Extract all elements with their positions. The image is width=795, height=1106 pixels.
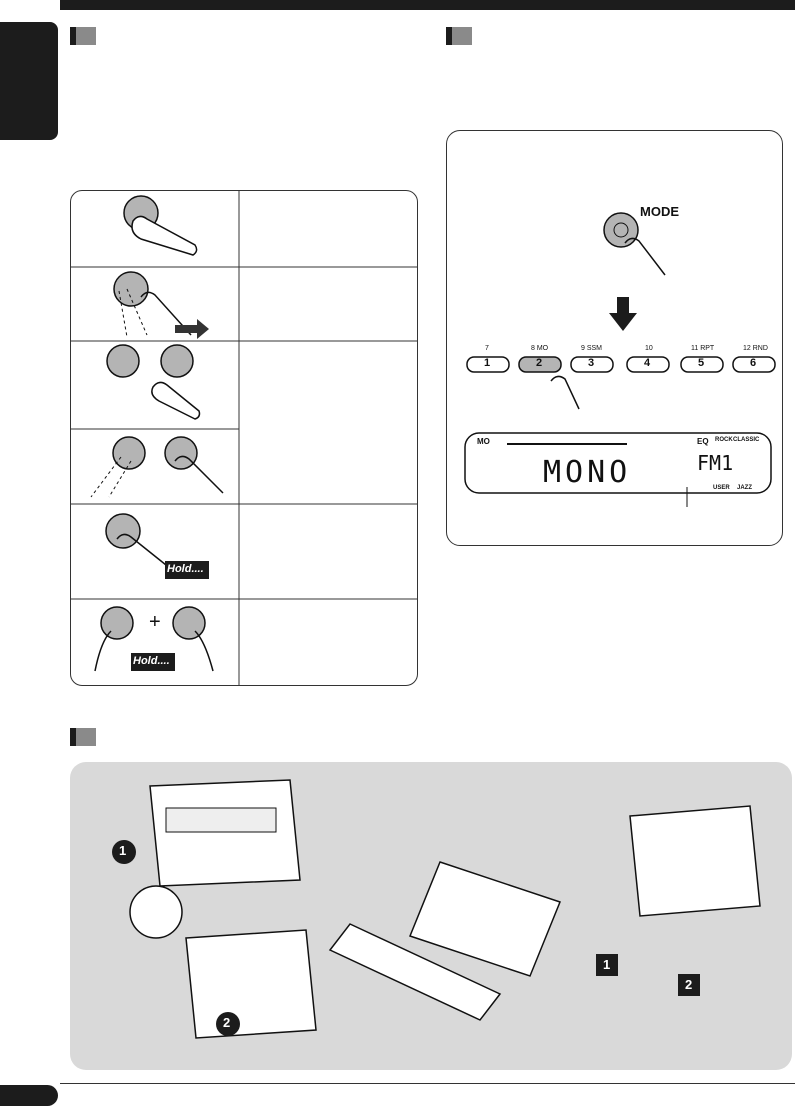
preset-button-2[interactable]: 2 (536, 357, 543, 369)
preset-top-label-4: 10 (645, 345, 653, 352)
hold-label: Hold.... (167, 563, 204, 575)
preset-button-4[interactable]: 4 (644, 357, 651, 369)
mode-button-icon (603, 212, 639, 248)
slide-illustration (113, 271, 209, 339)
arc-label-classic: CLASSIC (733, 437, 760, 443)
hold-illustration (105, 513, 209, 579)
press-illustration (123, 195, 198, 256)
section-marker-left (70, 27, 96, 45)
two-buttons-illustration (106, 344, 201, 420)
mode-diagram (464, 212, 776, 507)
preset-button-5[interactable]: 5 (698, 357, 705, 369)
step-badge-1: 1 (119, 843, 127, 858)
arc-label-rock: ROCK (715, 437, 733, 443)
dual-hold-illustration (94, 606, 214, 672)
language-side-tab (0, 22, 58, 140)
section-marker-right (446, 27, 472, 45)
down-arrow-icon (609, 297, 637, 331)
operation-illustrations (71, 191, 417, 685)
button-operation-table: Hold.... Hold.... + (70, 190, 418, 686)
step-badge-2: 2 (223, 1015, 231, 1030)
step-badge-attach-1: 1 (603, 957, 611, 972)
plus-sign: + (149, 611, 161, 633)
preset-top-label-6: 12 RND (743, 345, 768, 352)
mode-illustration-panel: MODE 7 8 MO 9 SSM 10 11 RPT 12 RND 1 2 3… (446, 130, 783, 546)
preset-top-label-2: 8 MO (531, 345, 549, 352)
control-panel-detach-illustration: 1 2 1 2 (70, 762, 792, 1070)
section-marker-bottom (70, 728, 96, 746)
lcd-band: FM1 (697, 451, 734, 475)
top-bar (60, 0, 795, 10)
step-badge-attach-2: 2 (685, 977, 693, 992)
page-number-pill (0, 1085, 58, 1106)
mo-indicator: MO (477, 437, 490, 446)
lcd-main-text: MONO (543, 455, 632, 490)
preset-button-3[interactable]: 3 (588, 357, 595, 369)
preset-top-label-5: 11 RPT (691, 345, 715, 352)
mode-label: MODE (640, 204, 679, 219)
move-between-illustration (90, 436, 224, 498)
preset-top-label-3: 9 SSM (581, 345, 603, 352)
lcd-display (464, 432, 772, 494)
hold-label-dual: Hold.... (133, 655, 170, 667)
detach-diagram (112, 779, 761, 1039)
arc-label-jazz: JAZZ (737, 485, 752, 491)
bottom-rule (60, 1083, 795, 1084)
eq-indicator: EQ (697, 437, 709, 446)
arc-label-user: USER (713, 485, 730, 491)
preset-top-label-1: 7 (485, 345, 489, 352)
preset-button-1[interactable]: 1 (484, 357, 491, 369)
preset-buttons-row (466, 356, 776, 373)
preset-button-6[interactable]: 6 (750, 357, 757, 369)
